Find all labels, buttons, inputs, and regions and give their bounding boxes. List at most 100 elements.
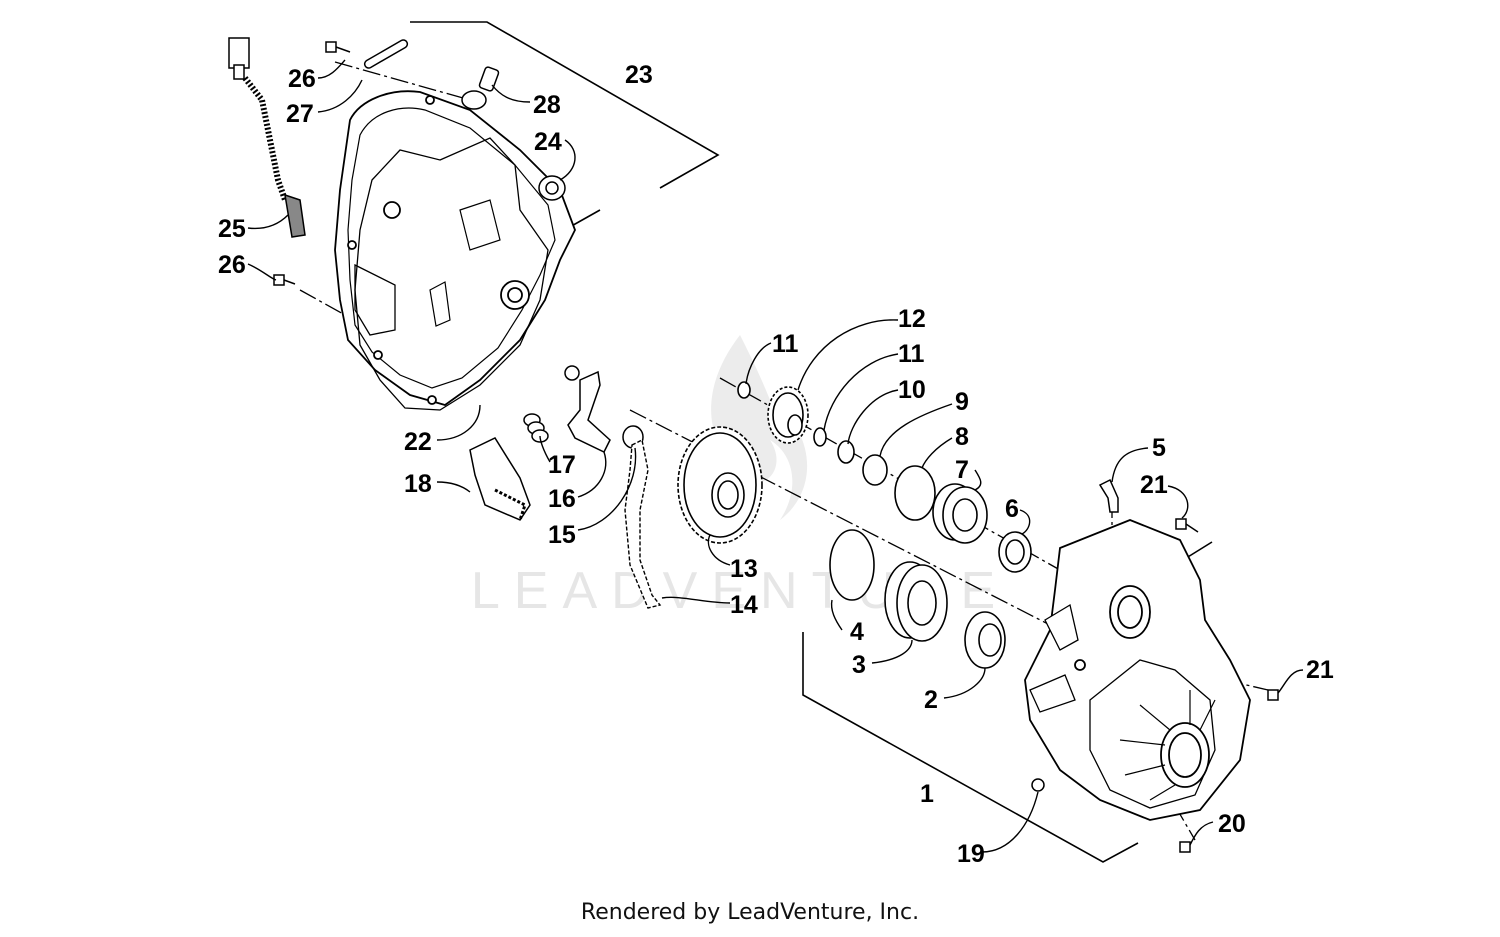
vent-fitting — [1100, 480, 1118, 512]
bolt-21-right — [1268, 690, 1278, 700]
callout-1: 1 — [920, 780, 934, 808]
leader-2 — [943, 667, 986, 699]
o-ring-8 — [895, 466, 935, 520]
callout-26-top: 26 — [288, 65, 316, 93]
render-credit: Rendered by LeadVenture, Inc. — [580, 900, 920, 925]
screw-26-left — [274, 275, 295, 285]
leader-26a — [317, 59, 346, 79]
callout-26-left: 26 — [218, 251, 246, 279]
leader-21b — [1277, 669, 1304, 694]
breather-plug — [462, 66, 499, 109]
bracket-case-assembly — [802, 632, 1139, 863]
cover-gasket — [354, 137, 549, 411]
leader-3 — [871, 639, 913, 664]
o-ring-4 — [830, 530, 874, 600]
callout-27: 27 — [286, 100, 314, 128]
leader-lines — [247, 59, 1304, 853]
leader-9 — [879, 403, 953, 457]
bearing-7 — [933, 484, 987, 543]
small-gear — [768, 387, 808, 443]
callout-5: 5 — [1152, 434, 1166, 462]
callout-28: 28 — [533, 91, 561, 119]
seal-6 — [999, 532, 1031, 572]
plug-19 — [1032, 779, 1044, 791]
callout-12: 12 — [898, 305, 926, 333]
leader-5 — [1111, 447, 1149, 483]
spacer-9 — [863, 455, 887, 485]
lower-bearing-set — [830, 530, 1005, 668]
tensioner-arm — [565, 366, 610, 452]
callout-2: 2 — [924, 686, 938, 714]
small-hardware-top — [274, 39, 565, 285]
callout-24: 24 — [534, 128, 562, 156]
leader-12 — [797, 319, 899, 391]
watermark-flame-icon — [711, 335, 808, 520]
callout-20: 20 — [1218, 810, 1246, 838]
leader-13 — [707, 534, 731, 566]
dowel-pin — [363, 39, 409, 70]
bolt-axis-left — [299, 289, 346, 316]
callout-23: 23 — [625, 61, 653, 89]
drive-chain — [624, 438, 662, 609]
callout-11-right: 11 — [898, 340, 925, 368]
screw-26-top — [326, 42, 350, 52]
main-axis — [629, 409, 1051, 626]
leader-11a — [745, 342, 772, 385]
large-sprocket — [678, 427, 762, 543]
callout-13: 13 — [730, 555, 758, 583]
callout-15: 15 — [548, 521, 576, 549]
leader-15 — [577, 447, 637, 531]
callout-22: 22 — [404, 428, 432, 456]
screw-axis-26 — [334, 61, 471, 101]
washer-10 — [838, 441, 854, 463]
leader-14 — [661, 596, 731, 604]
tensioner-spring — [524, 414, 548, 442]
callout-9: 9 — [955, 388, 969, 416]
leader-19 — [981, 791, 1039, 853]
leader-16 — [577, 451, 607, 498]
leader-8 — [921, 437, 953, 469]
callout-labels: 26 27 28 23 24 25 26 11 12 11 10 9 8 7 6… — [218, 61, 1334, 868]
leader-27 — [317, 79, 363, 113]
callout-21-right: 21 — [1306, 656, 1334, 684]
leader-28 — [491, 84, 531, 103]
callout-4: 4 — [850, 618, 864, 646]
callout-14: 14 — [730, 591, 758, 619]
leader-25 — [247, 214, 289, 230]
leader-6 — [1019, 509, 1031, 535]
case-hardware — [1032, 480, 1278, 852]
snap-ring-11b — [814, 428, 826, 446]
leader-20 — [1189, 821, 1214, 846]
gear-stack — [738, 382, 935, 520]
leader-7 — [974, 469, 982, 491]
upper-bearing-set — [933, 484, 1031, 572]
tensioner-slider — [470, 438, 530, 520]
callout-8: 8 — [955, 423, 969, 451]
leader-10 — [847, 389, 899, 445]
bracket-cover-assembly — [410, 21, 720, 189]
leader-24 — [559, 139, 576, 181]
callout-6: 6 — [1005, 495, 1019, 523]
callout-11-left: 11 — [772, 330, 799, 358]
leader-4 — [830, 599, 843, 631]
callout-19: 19 — [957, 840, 985, 868]
seal-24 — [539, 176, 565, 200]
seal-2 — [965, 612, 1005, 668]
callout-7: 7 — [955, 456, 969, 484]
chaincase-housing — [1025, 520, 1250, 820]
leader-11b — [823, 353, 899, 431]
bolt-21-top — [1176, 519, 1198, 532]
callout-18: 18 — [404, 470, 432, 498]
callout-17: 17 — [548, 451, 576, 479]
speed-sensor — [229, 38, 305, 237]
bolt-20 — [1180, 842, 1190, 852]
leader-17 — [539, 435, 551, 463]
bearing-3 — [885, 562, 947, 641]
leader-26b — [247, 263, 277, 281]
callout-10: 10 — [898, 376, 926, 404]
snap-ring-11a — [738, 382, 750, 398]
leader-22 — [436, 404, 481, 441]
callout-3: 3 — [852, 651, 866, 679]
callout-16: 16 — [548, 485, 576, 513]
